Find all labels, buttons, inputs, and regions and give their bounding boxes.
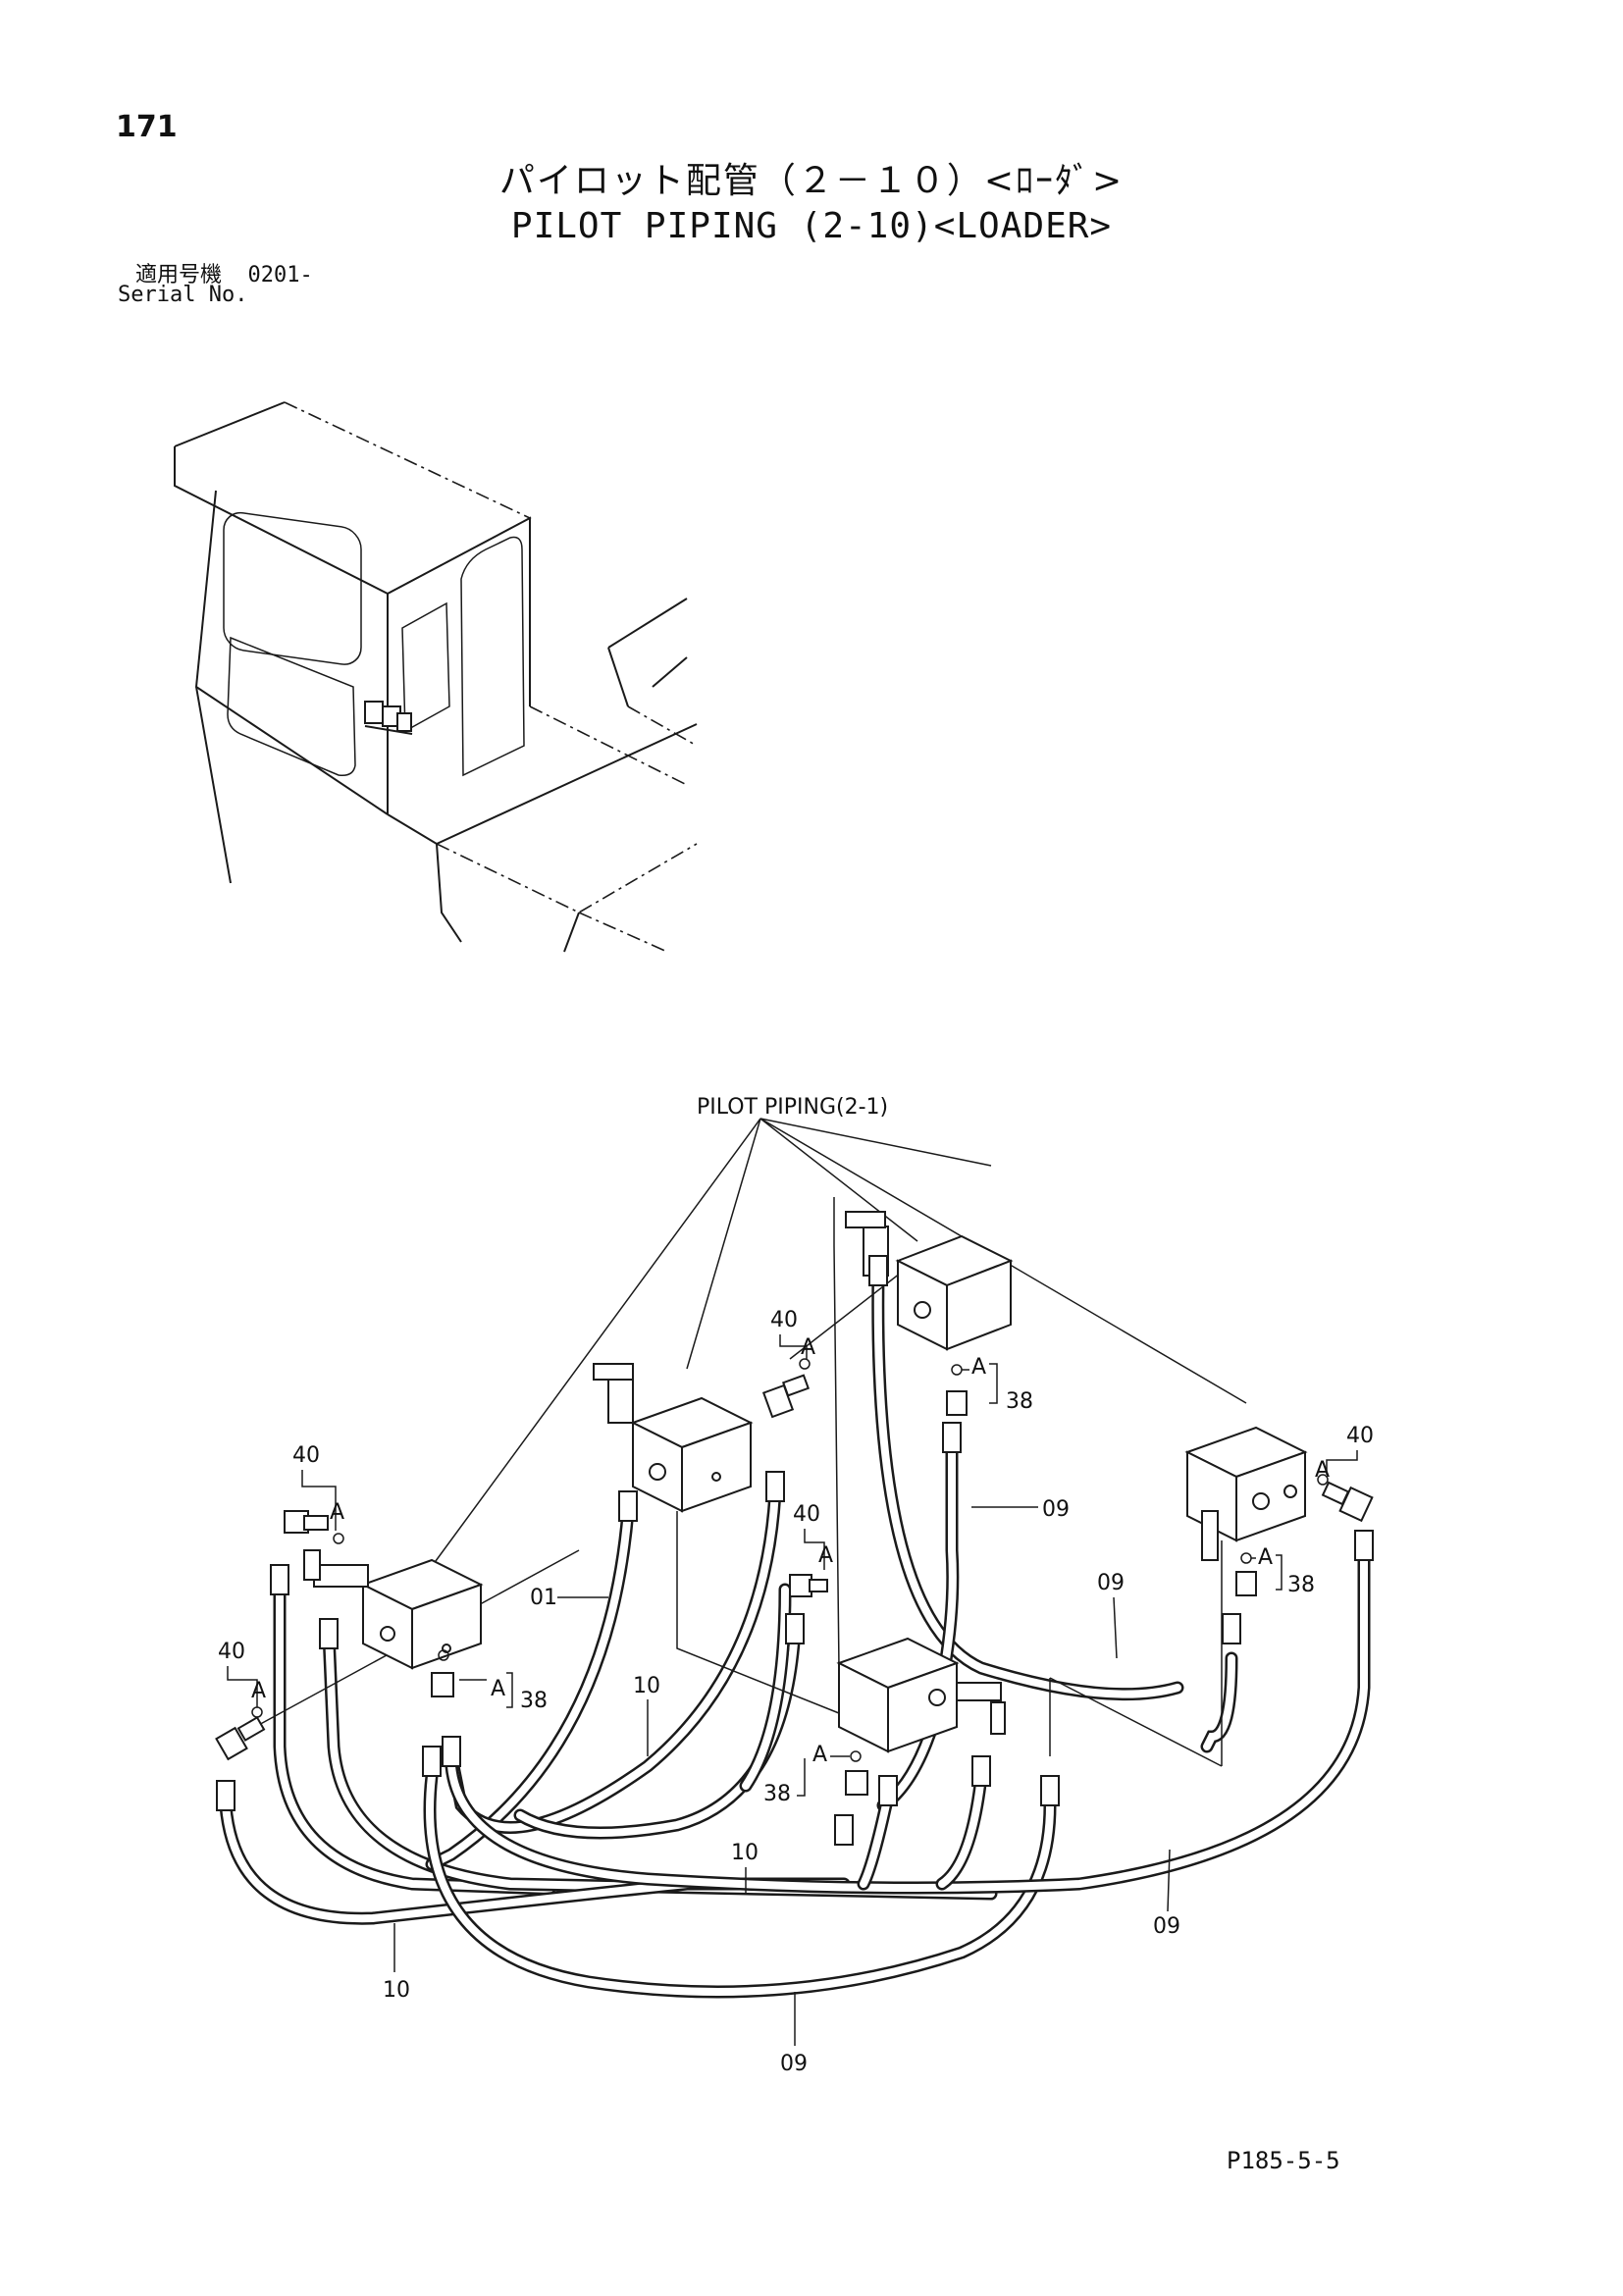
adapter-38-left <box>431 1672 454 1697</box>
page-title-english: PILOT PIPING (2-10)<LOADER> <box>510 206 1113 246</box>
hose-end <box>1354 1530 1374 1561</box>
serial-label-english: Serial No. <box>118 283 248 307</box>
page-number: 171 <box>116 110 178 144</box>
o-ring-a <box>438 1649 449 1661</box>
cab-outline <box>174 401 698 953</box>
side-window-lower <box>227 636 356 777</box>
hose-end <box>1222 1613 1241 1644</box>
hose-end <box>442 1736 461 1767</box>
reference-leader-lines <box>421 1118 1247 1581</box>
adapter-38-right <box>1235 1571 1257 1596</box>
hose-end <box>785 1613 805 1644</box>
hose-end <box>1040 1775 1060 1806</box>
o-ring-a <box>1317 1474 1329 1486</box>
callout-a: A <box>491 1677 505 1701</box>
callout-38: 38 <box>1006 1389 1033 1414</box>
hose-09-upper-long <box>871 1269 1184 1701</box>
o-ring-a <box>1240 1552 1252 1564</box>
hose-end <box>942 1422 962 1453</box>
callout-09: 09 <box>1042 1497 1070 1522</box>
fittings <box>215 1255 1374 1846</box>
callout-40: 40 <box>218 1640 245 1664</box>
o-ring-a <box>951 1364 963 1376</box>
callout-a: A <box>971 1355 986 1380</box>
o-ring-a <box>333 1533 344 1544</box>
callout-09: 09 <box>1097 1571 1125 1595</box>
valve-block-right <box>1184 1426 1308 1561</box>
page-reference-code: P185-5-5 <box>1227 2147 1340 2174</box>
callout-38: 38 <box>1287 1573 1315 1597</box>
callouts: 40 A 40 A 40 A 40 A 40 A A 38 A 38 A <box>218 1308 1374 2076</box>
elbow-fitting-40-left-upper <box>284 1510 329 1534</box>
elbow-fitting-40-left-lower <box>215 1716 266 1761</box>
callout-40: 40 <box>292 1443 320 1468</box>
hose-end <box>834 1814 854 1846</box>
side-window-upper <box>223 511 362 665</box>
serial-label-japanese: 適用号機 <box>135 263 223 287</box>
elbow-fitting-40-right <box>1321 1481 1374 1523</box>
callout-a: A <box>1315 1458 1330 1483</box>
callout-40: 40 <box>793 1502 820 1527</box>
front-window <box>401 601 450 733</box>
adapter-38-upper-right <box>946 1390 968 1416</box>
hose-end <box>216 1780 236 1811</box>
serial-number-line: 適用号機 0201- <box>135 257 313 288</box>
cab-door <box>460 536 525 777</box>
hose-end <box>422 1746 442 1777</box>
callout-a: A <box>812 1743 827 1767</box>
callout-09: 09 <box>1153 1914 1180 1939</box>
hose-end <box>765 1471 785 1502</box>
callout-40: 40 <box>770 1308 798 1332</box>
callout-40: 40 <box>1346 1424 1374 1448</box>
callout-a: A <box>330 1500 344 1525</box>
reference-label-pilot-piping: PILOT PIPING(2-1) <box>697 1095 888 1120</box>
hose-end <box>868 1255 888 1286</box>
o-ring-a <box>251 1706 263 1718</box>
hose-end <box>319 1618 339 1649</box>
o-ring-a <box>799 1358 811 1370</box>
elbow-fitting-40-center <box>761 1374 811 1419</box>
callout-38: 38 <box>763 1782 791 1806</box>
hose-end <box>878 1775 898 1806</box>
callout-01: 01 <box>530 1586 557 1610</box>
serial-value: 0201- <box>247 263 313 287</box>
callout-a: A <box>251 1679 266 1703</box>
callout-10: 10 <box>633 1674 660 1698</box>
page-title-japanese: パイロット配管（２－１０）<ﾛｰﾀﾞ> <box>498 161 1125 201</box>
callout-09: 09 <box>780 2052 808 2076</box>
hose-end <box>971 1755 991 1787</box>
valve-location-marker <box>364 701 413 735</box>
callout-10: 10 <box>731 1841 759 1865</box>
callout-a: A <box>818 1543 833 1568</box>
callout-a: A <box>801 1335 815 1360</box>
callout-a: A <box>1258 1545 1273 1570</box>
adapter-38-lower-center <box>845 1770 868 1796</box>
hose-10-center <box>445 1485 782 1834</box>
callout-38: 38 <box>520 1689 548 1713</box>
valve-block-lower-center <box>836 1637 1006 1753</box>
valve-block-center <box>593 1363 754 1513</box>
hose-end <box>618 1490 638 1522</box>
callout-10: 10 <box>383 1978 410 2003</box>
valve-block-left <box>303 1549 484 1670</box>
elbow-fitting-40-center-lower <box>789 1574 828 1597</box>
o-ring-a <box>850 1750 862 1762</box>
hose-end <box>270 1564 289 1595</box>
